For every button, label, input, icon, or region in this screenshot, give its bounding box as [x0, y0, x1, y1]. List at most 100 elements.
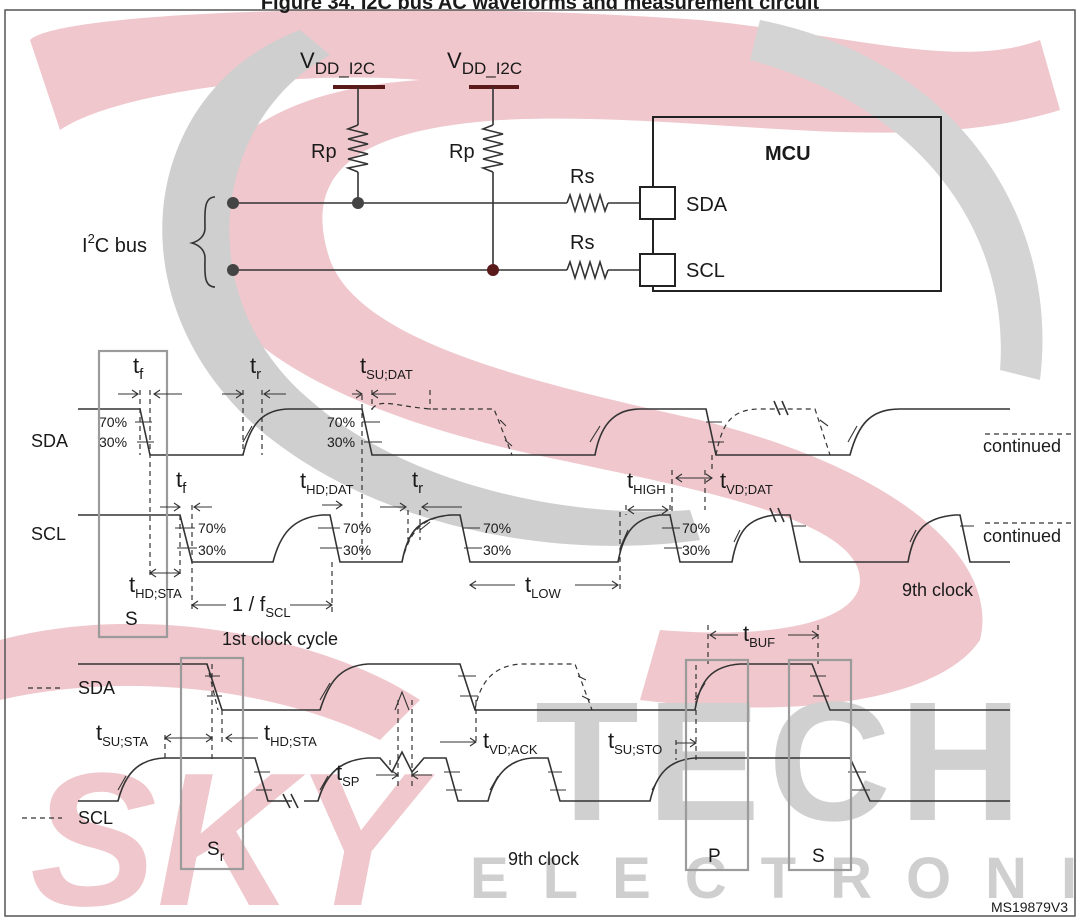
tbuf-arrows [709, 630, 819, 640]
bottom-scl-ticks [117, 771, 870, 791]
bottom-scl-break [282, 793, 299, 809]
top-tr2-arrows [380, 502, 462, 512]
bottom-sda-waveform [78, 663, 1010, 711]
watermark-swoosh-red-bottom [0, 623, 420, 740]
top-scl-break [769, 507, 785, 523]
sda-terminal [227, 197, 239, 209]
top-sda-dash-a [371, 402, 513, 456]
bottom-sda-dash-b [474, 663, 593, 711]
rs-resistor-top [566, 192, 609, 214]
vdd-label-right: VDD_I2C [447, 48, 522, 78]
bottom-guides [164, 625, 819, 790]
top-thdsta-arrows [149, 568, 181, 578]
top-scl-label: SCL [31, 524, 66, 544]
tvddat-arrows [675, 473, 713, 483]
rp-label-left: Rp [311, 141, 337, 163]
tsusta-label: tSU;STA [96, 720, 148, 749]
bottom-p-box [684, 658, 750, 872]
scl-terminal [227, 264, 239, 276]
tsusto-label: tSU;STO [608, 728, 662, 757]
scl-pin-box [639, 253, 676, 287]
rs-label-top: Rs [570, 166, 594, 188]
top-70pct-a: 70% [99, 414, 127, 430]
fscl-arrows [191, 600, 333, 610]
top-guides [139, 390, 713, 612]
top-70pct-e: 70% [483, 520, 511, 536]
bottom-thdsta-arrows [225, 733, 258, 743]
watermark: SKY TECH ELECTRONIC [0, 9, 1080, 922]
tsudat-label: tSU;DAT [360, 353, 413, 382]
bottom-sda-dash-a [206, 663, 219, 711]
bottom-sda-label: SDA [78, 678, 115, 698]
tsp-arrows [376, 770, 432, 780]
top-30pct-f: 30% [682, 542, 710, 558]
sda-node [352, 197, 364, 209]
top-ninth-clock-label: 9th clock [902, 580, 974, 600]
top-scl-waveform [78, 514, 1010, 563]
top-tr2-label: tr [412, 467, 423, 497]
bottom-sr-box [179, 656, 245, 871]
mcu-label: MCU [765, 143, 811, 165]
top-70pct-c: 70% [198, 520, 226, 536]
top-tr-label: tr [250, 353, 261, 383]
sda-pin-box [639, 186, 676, 220]
figure-id: MS19879V3 [991, 899, 1068, 915]
tvdack-label: tVD;ACK [483, 728, 538, 757]
top-tf-label: tf [133, 353, 144, 383]
top-sda-label: SDA [31, 431, 68, 451]
top-scl-ticks [175, 521, 974, 549]
fscl-label: 1 / fSCL [232, 594, 291, 620]
top-sda-dash-b [715, 408, 831, 456]
timing-bottom: SDA SCL Sr P S tSU;STA tHD;STA tSP tVD;A… [22, 621, 1010, 872]
rp-resistor-right [480, 124, 504, 173]
bus-brace [189, 196, 216, 288]
bottom-s-label: S [812, 846, 825, 867]
top-70pct-f: 70% [682, 520, 710, 536]
watermark-tech: TECH [535, 667, 1030, 857]
top-scl-dash-a [401, 514, 451, 563]
scl-pin-label: SCL [686, 260, 725, 282]
top-scl-continued: continued [983, 526, 1061, 546]
vdd-label-left: VDD_I2C [300, 48, 375, 78]
bottom-p-label: P [708, 846, 721, 867]
bottom-s-box [787, 658, 853, 872]
timing-top: SDA SCL continued 70% 30% 70% 30% contin… [31, 349, 1072, 649]
top-start-label: S [125, 609, 138, 630]
tsusto-arrows [676, 738, 697, 748]
bottom-sda-spike [394, 690, 410, 711]
bottom-thdsta-label: tHD;STA [264, 720, 317, 749]
thigh-label: tHIGH [627, 468, 666, 497]
top-tf-arrows [118, 389, 182, 399]
tlow-label: tLOW [525, 572, 561, 601]
tbuf-label: tBUF [743, 621, 775, 650]
top-30pct-c: 30% [198, 542, 226, 558]
thddat-arrows [322, 500, 343, 510]
rs-label-bottom: Rs [570, 232, 594, 254]
watermark-arc-gray [162, 30, 701, 546]
top-30pct-b: 30% [327, 434, 355, 450]
tvddat-label: tVD;DAT [720, 468, 773, 497]
bottom-sr-label: Sr [207, 839, 225, 864]
top-tr-arrows [222, 389, 286, 399]
top-30pct-a: 30% [99, 434, 127, 450]
rs-resistor-bottom [566, 259, 609, 281]
top-tf2-label: tf [176, 467, 187, 497]
thigh-arrows [627, 505, 669, 515]
tlow-arrows [469, 580, 619, 590]
watermark-swoosh-red [30, 9, 1060, 708]
rp-label-right: Rp [449, 141, 475, 163]
figure-title: Figure 34. I2C bus AC waveforms and meas… [261, 0, 820, 14]
watermark-arc-gray-right [750, 20, 1043, 380]
figure-frame [4, 9, 1076, 917]
top-30pct-d: 30% [343, 542, 371, 558]
measurement-circuit: VDD_I2C VDD_I2C Rp Rp Rs Rs I2C bus MCU … [82, 48, 942, 292]
top-sda-waveform [78, 408, 1010, 456]
top-start-box [97, 349, 169, 639]
tsusta-arrows [164, 733, 213, 743]
watermark-electronic: ELECTRONIC [470, 846, 1080, 911]
top-70pct-b: 70% [327, 414, 355, 430]
top-thdsta-label: tHD;STA [129, 572, 182, 601]
watermark-sky: SKY [30, 734, 436, 922]
